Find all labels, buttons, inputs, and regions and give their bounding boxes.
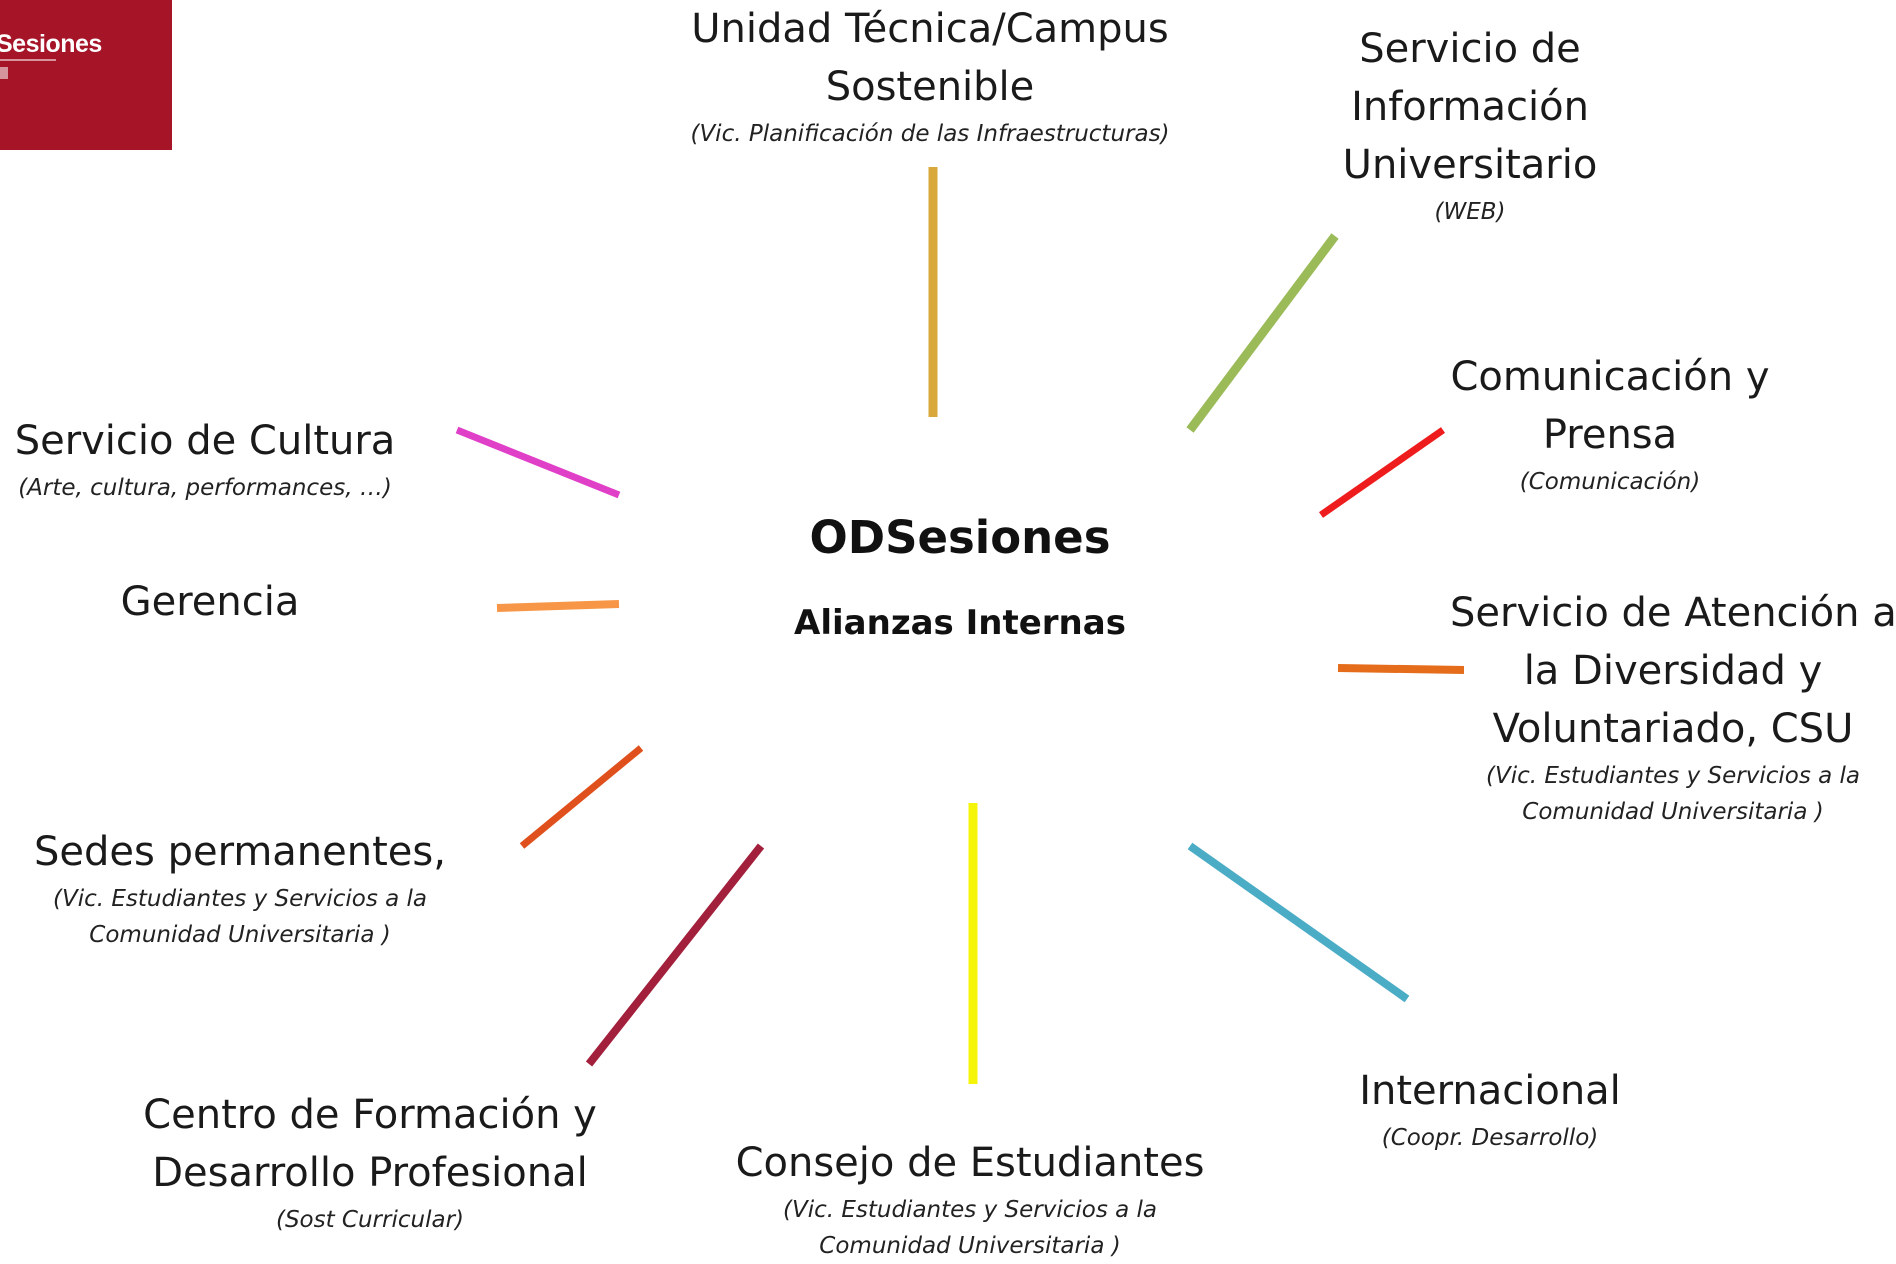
node-subtitle: Comunidad Universitaria ) [89,922,391,948]
link-atencion-diversidad [1337,664,1465,674]
node-subtitle: (Sost Curricular) [275,1207,465,1233]
node-subtitle: (Coopr. Desarrollo) [1381,1125,1599,1151]
node-title: Comunicación y [1450,354,1770,400]
node-title: Servicio de [1359,26,1581,72]
link-internacional [1187,842,1410,1003]
node-sedes-permanentes: Sedes permanentes, (Vic. Estudiantes y S… [10,823,470,953]
node-title: la Diversidad y [1523,648,1823,694]
hub-title: ODSesiones [809,511,1111,564]
node-servicio-informacion: Servicio de Información Universitario (W… [1290,20,1650,230]
node-comunicacion: Comunicación y Prensa (Comunicación) [1410,348,1810,500]
link-centro-formacion [585,843,765,1067]
node-title: Sedes permanentes, [34,829,446,875]
node-title: Información [1351,84,1589,130]
node-title: Voluntariado, CSU [1492,706,1854,752]
node-internacional: Internacional (Coopr. Desarrollo) [1340,1062,1640,1156]
logo-fine-print [0,54,70,84]
link-comunicacion [1318,427,1446,518]
link-sedes [519,745,644,849]
link-servicio-informacion [1186,233,1339,433]
node-subtitle: (Vic. Estudiantes y Servicios a la [52,886,428,912]
node-title: Gerencia [120,579,300,625]
node-subtitle: (Vic. Planificación de las Infraestructu… [690,121,1170,147]
node-atencion-diversidad: Servicio de Atención a la Diversidad y V… [1450,584,1896,830]
node-subtitle: (Vic. Estudiantes y Servicios a la [1485,763,1861,789]
node-title: Unidad Técnica/Campus [691,6,1169,52]
node-consejo-estudiantes: Consejo de Estudiantes (Vic. Estudiantes… [720,1134,1220,1264]
node-subtitle: (Vic. Estudiantes y Servicios a la [782,1197,1158,1223]
central-hub: ODSesiones Alianzas Internas [700,502,1220,648]
node-unidad-tecnica: Unidad Técnica/Campus Sostenible (Vic. P… [630,0,1230,152]
node-centro-formacion: Centro de Formación y Desarrollo Profesi… [120,1086,620,1238]
node-subtitle: Comunidad Universitaria ) [819,1233,1121,1259]
node-title: Consejo de Estudiantes [735,1140,1205,1186]
node-title: Centro de Formación y [143,1092,597,1138]
node-subtitle: Comunidad Universitaria ) [1522,799,1824,825]
logo-text: Sesiones [0,30,102,58]
link-cultura [455,426,621,499]
node-title: Servicio de Atención a [1450,590,1896,636]
link-gerencia [496,600,620,612]
node-title: Universitario [1342,142,1598,188]
node-title: Desarrollo Profesional [152,1150,588,1196]
node-title: Servicio de Cultura [14,418,396,464]
node-title: Sostenible [825,64,1035,110]
node-subtitle: (WEB) [1434,199,1506,225]
node-title: Internacional [1359,1068,1621,1114]
node-title: Prensa [1542,412,1678,458]
node-gerencia: Gerencia [70,573,350,631]
node-subtitle: (Comunicación) [1519,469,1701,495]
odsesiones-logo: Sesiones [0,0,172,150]
node-servicio-cultura: Servicio de Cultura (Arte, cultura, perf… [0,412,410,506]
node-subtitle: (Arte, cultura, performances, …) [18,475,392,501]
hub-subtitle: Alianzas Internas [794,603,1126,643]
